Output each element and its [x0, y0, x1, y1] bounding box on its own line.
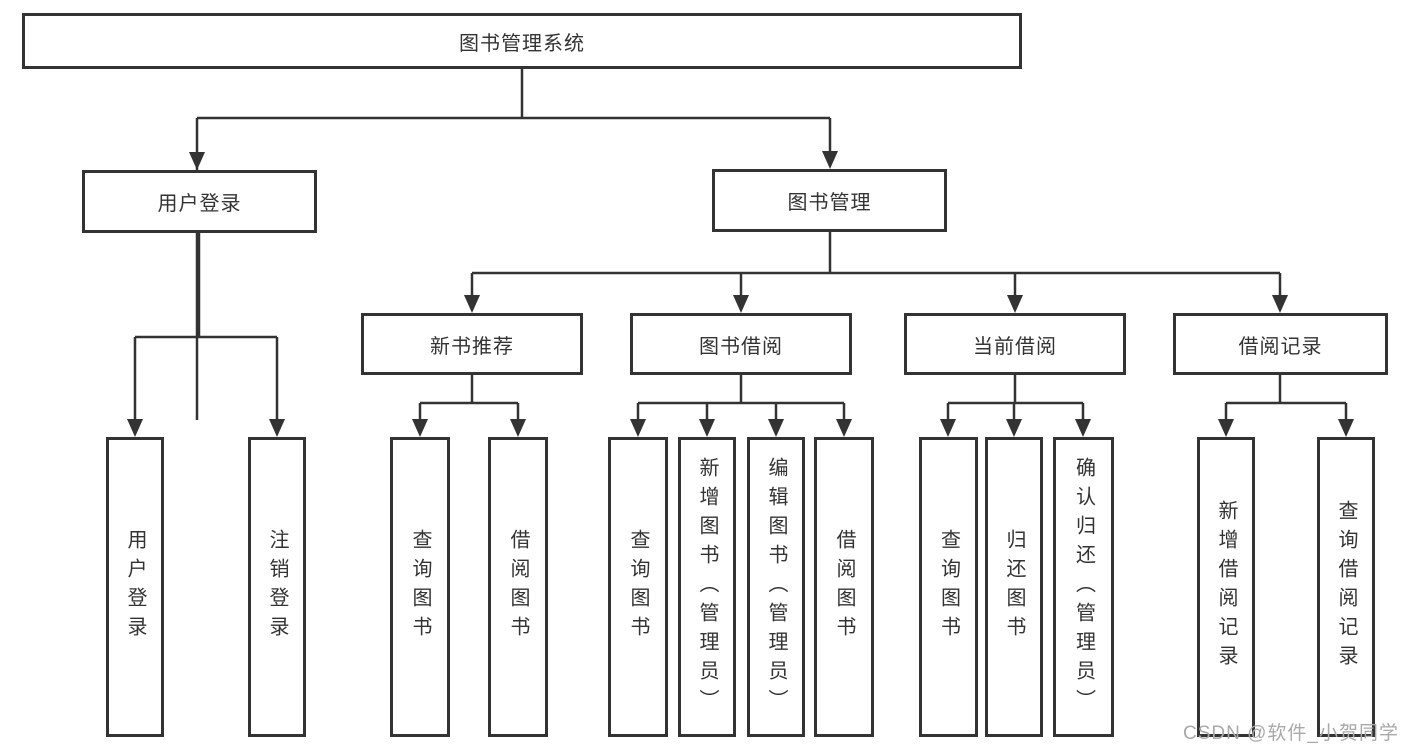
connector-current-borrow-to-leaves — [946, 375, 1085, 420]
node-book-management-label: 图书管理 — [787, 192, 872, 214]
leaf-borrow-query-books-label: 查询图书 — [627, 529, 649, 645]
connector-borrow-records-to-leaves — [1224, 375, 1348, 420]
leaf-add-books-admin-label: 新增图书（管理员） — [696, 456, 718, 718]
leaf-add-books-admin: 新增图书（管理员） — [678, 437, 736, 737]
leaf-borrow-books: 借阅图书 — [814, 437, 874, 737]
connector-user-login-to-leaves — [133, 233, 279, 420]
connector-book-mgmt-to-level2 — [470, 232, 1282, 296]
node-book-management: 图书管理 — [712, 169, 947, 232]
leaf-add-borrow-record: 新增借阅记录 — [1197, 437, 1255, 737]
csdn-watermark: CSDN @软件_小贺同学 — [1183, 723, 1399, 744]
leaf-return-books: 归还图书 — [985, 437, 1043, 737]
leaf-borrow-query-books: 查询图书 — [608, 437, 668, 737]
leaf-recommend-query-books: 查询图书 — [390, 437, 450, 737]
leaf-confirm-return-admin: 确认归还（管理员） — [1053, 437, 1114, 737]
connector-book-borrow-to-leaves — [636, 375, 846, 420]
leaf-edit-books-admin-label: 编辑图书（管理员） — [765, 456, 787, 718]
leaf-logout: 注销登录 — [248, 437, 306, 737]
leaf-query-borrow-record-label: 查询借阅记录 — [1335, 500, 1357, 674]
leaf-logout-label: 注销登录 — [266, 529, 288, 645]
node-borrow-records-label: 借阅记录 — [1238, 335, 1323, 358]
leaf-current-query-books: 查询图书 — [919, 437, 978, 737]
leaf-recommend-borrow-books: 借阅图书 — [488, 437, 548, 737]
node-root-label: 图书管理系统 — [459, 32, 585, 55]
leaf-recommend-borrow-books-label: 借阅图书 — [507, 529, 529, 645]
leaf-borrow-books-label: 借阅图书 — [833, 529, 855, 645]
leaf-user-login: 用户登录 — [106, 437, 164, 737]
leaf-user-login-label: 用户登录 — [124, 529, 146, 645]
node-book-borrow-label: 图书借阅 — [699, 335, 783, 358]
node-user-login-label: 用户登录 — [157, 193, 242, 215]
node-current-borrow: 当前借阅 — [904, 313, 1126, 375]
leaf-edit-books-admin: 编辑图书（管理员） — [747, 437, 805, 737]
node-book-borrow: 图书借阅 — [630, 313, 852, 375]
leaf-return-books-label: 归还图书 — [1003, 529, 1025, 645]
leaf-add-borrow-record-label: 新增借阅记录 — [1215, 500, 1237, 674]
node-user-login: 用户登录 — [82, 170, 317, 233]
node-borrow-records: 借阅记录 — [1173, 313, 1388, 375]
connector-new-book-rec-to-leaves — [418, 375, 520, 420]
leaf-query-borrow-record: 查询借阅记录 — [1317, 437, 1375, 737]
leaf-confirm-return-admin-label: 确认归还（管理员） — [1072, 456, 1095, 718]
leaf-recommend-query-books-label: 查询图书 — [409, 529, 431, 645]
node-new-book-recommend-label: 新书推荐 — [430, 335, 514, 358]
node-root-system: 图书管理系统 — [22, 13, 1022, 69]
node-current-borrow-label: 当前借阅 — [973, 335, 1057, 358]
leaf-current-query-books-label: 查询图书 — [937, 529, 960, 645]
node-new-book-recommend: 新书推荐 — [361, 313, 583, 375]
